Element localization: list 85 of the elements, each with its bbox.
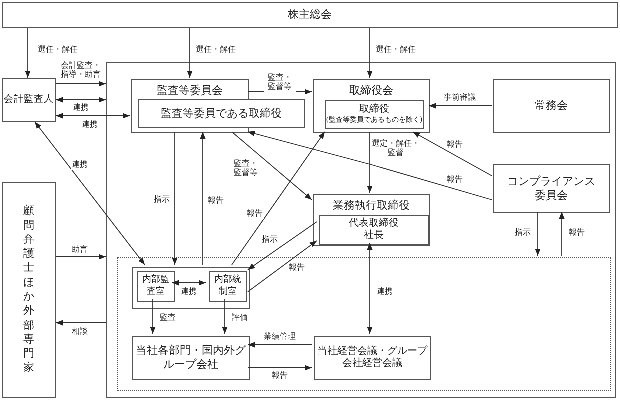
arrow (150, 298, 156, 334)
arrow (248, 89, 312, 95)
arrow (56, 81, 106, 87)
node-text: 内部統制室 (214, 275, 242, 298)
edge-label: 報告 (246, 209, 264, 219)
edge-label: 報告 (271, 371, 289, 381)
node-text: 監査等委員である取締役 (161, 106, 282, 120)
org-box (319, 215, 429, 245)
edge-label: 報告 (446, 175, 464, 185)
edge-label: 連携 (376, 287, 394, 297)
org-box (138, 99, 305, 128)
org-box (493, 164, 610, 213)
node-text: 内部監査室 (142, 275, 170, 298)
arrow (56, 113, 130, 119)
org-box (132, 336, 250, 380)
edge-label: 報告 (288, 263, 306, 273)
node-text: 当社各部門・国内外グループ会社 (135, 344, 248, 372)
edge-label: 報告 (446, 140, 464, 150)
arrow (367, 28, 373, 78)
org-box (313, 79, 430, 133)
arrow (248, 222, 318, 270)
company-frame (106, 62, 616, 398)
edge-label: 選任・解任 (195, 45, 237, 55)
edge-label: 連携 (71, 160, 89, 170)
edge-label: 相談 (71, 327, 89, 337)
arrow (200, 132, 206, 266)
edge-label: 報告 (568, 228, 586, 238)
edge-label: 指示 (514, 228, 532, 238)
org-box (2, 2, 618, 28)
edge-label: 連携 (81, 120, 99, 130)
edge-label: 指示 (153, 195, 171, 205)
edge-label: 業績管理 (263, 332, 297, 342)
arrow (56, 254, 106, 260)
group-box (132, 267, 250, 309)
node-text: 業務執行取締役 (333, 199, 410, 213)
node-text: 会計監査人 (4, 94, 54, 106)
arrow (56, 320, 106, 326)
org-box (2, 78, 56, 122)
arrow (172, 280, 206, 286)
node-text: 顧問弁護士ほか外部専門家 (23, 204, 35, 376)
org-box (209, 271, 247, 302)
arrow (232, 132, 326, 266)
arrow (535, 212, 541, 256)
edge-label: 選任・解任 (37, 45, 79, 55)
arrow (367, 132, 373, 194)
edge-label: 報告 (207, 196, 225, 206)
org-box (2, 182, 56, 398)
arrow (232, 132, 312, 200)
dotted-group-frame (117, 257, 611, 391)
edge-label: 連携 (180, 287, 198, 297)
node-text: 監査等委員会 (157, 84, 223, 98)
node-text: コンプライアンス委員会 (506, 174, 596, 202)
node-text: 社長 (364, 230, 384, 242)
arrow (367, 242, 373, 334)
node-text: 常務会 (535, 99, 568, 113)
node-text: 代表取締役 (349, 218, 399, 230)
arrow (248, 365, 312, 371)
node-text: 取締役 (360, 104, 390, 116)
node-text: 取締役会 (350, 84, 394, 98)
org-box (137, 271, 175, 302)
node-text: 株主総会 (288, 8, 332, 22)
arrow (412, 132, 492, 176)
org-box (313, 194, 430, 246)
arrow (248, 131, 492, 200)
org-box (325, 100, 424, 129)
org-box (314, 336, 431, 380)
edge-label: 指示 (261, 235, 279, 245)
arrow (248, 342, 312, 348)
edge-label: 助言 (71, 245, 89, 255)
node-text: 当社経営会議・グループ会社経営会議 (316, 346, 429, 370)
edge-label: 事前審議 (443, 93, 477, 103)
org-box (493, 79, 610, 133)
arrow (248, 240, 318, 292)
arrow (34, 122, 146, 266)
arrow (428, 103, 492, 109)
edge-label: 監査 (159, 313, 177, 323)
edge-label: 選任・解任 (375, 45, 417, 55)
arrow (222, 298, 228, 334)
arrow (559, 212, 565, 256)
arrow (172, 132, 178, 266)
arrow (56, 97, 106, 103)
arrow (25, 28, 31, 78)
edge-label: 連携 (72, 103, 90, 113)
edge-label: 評価 (231, 313, 249, 323)
arrow (187, 28, 193, 78)
